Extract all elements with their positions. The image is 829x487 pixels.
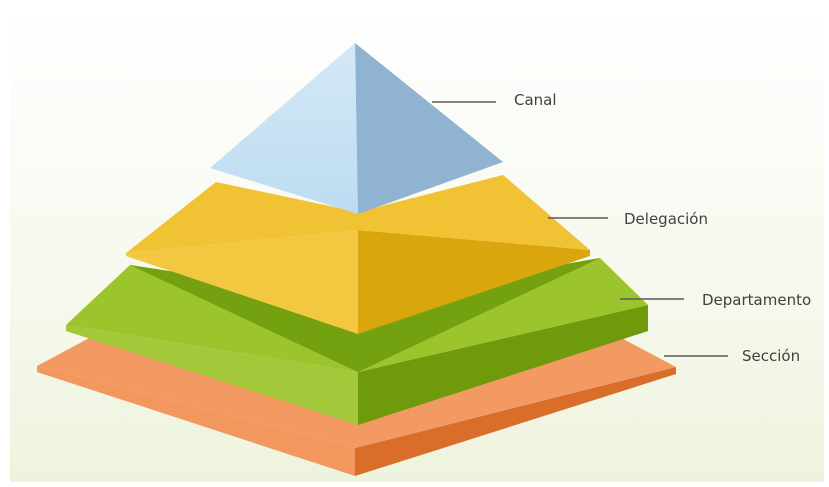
layer-seccion-left-face — [37, 366, 355, 476]
layer-seccion-right-face — [355, 367, 676, 476]
layer-canal — [210, 43, 503, 214]
layer-seccion-top-face — [37, 333, 676, 448]
label-seccion: Sección — [742, 347, 800, 365]
layer-departamento-right-face — [358, 305, 648, 425]
layer-seccion — [37, 333, 676, 476]
layer-delegacion-right-face — [358, 230, 590, 334]
layer-canal-right-face — [355, 43, 503, 214]
label-delegacion: Delegación — [624, 210, 708, 228]
layer-departamento-left-face — [66, 325, 358, 425]
label-canal: Canal — [514, 91, 557, 109]
label-departamento: Departamento — [702, 291, 811, 309]
layer-delegacion-left-face — [126, 230, 358, 334]
layer-canal-shine — [210, 43, 358, 214]
